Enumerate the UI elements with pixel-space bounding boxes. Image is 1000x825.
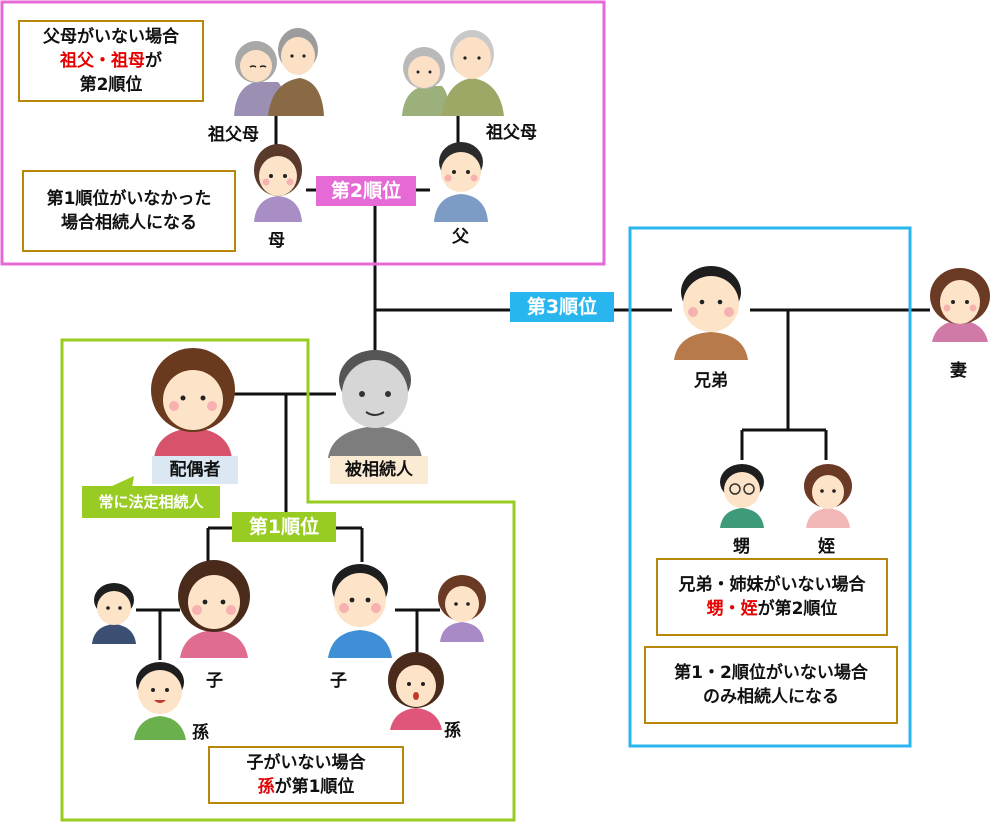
niece-illustration [804,464,852,528]
rank3-frame [628,226,912,748]
mother-illustration [254,144,302,222]
child-right-illustration [328,564,392,658]
child-right-label: 子 [330,671,347,691]
father-label: 父 [452,227,469,247]
grandchild-left-illustration [134,662,186,740]
rank1-grandchild-note: 子がいない場合 孫が第1順位 [208,746,404,804]
highlight-text: 祖父・祖母 [60,51,145,71]
rank1-badge: 第1順位 [232,512,336,542]
nephew-label: 甥 [733,537,750,557]
rank2-frame [0,0,606,266]
child-left-spouse-illustration [92,583,136,644]
father-illustration [434,142,488,222]
highlight-text: 甥・姪 [706,599,758,619]
grandparents-left-illustration [234,28,324,116]
child-left-illustration [178,560,250,658]
grandchild-right-label: 孫 [444,721,461,741]
wife-label: 妻 [950,361,967,381]
rank3-badge: 第3順位 [510,292,614,322]
rank2-grandparents-note: 父母がいない場合 祖父・祖母が 第2順位 [18,20,204,102]
deceased-label: 被相続人 [330,456,428,484]
grandparents-right-illustration [402,30,504,116]
rank2-condition-note: 第1順位がいなかった 場合相続人になる [22,170,236,252]
spouse-tag-callout [82,476,220,518]
highlight-text: 孫 [257,777,275,797]
grandchild-left-label: 孫 [192,723,209,743]
spouse-illustration [151,348,235,458]
spouse-label: 配偶者 [152,456,238,484]
mother-label: 母 [268,231,285,251]
rank2-badge: 第2順位 [316,176,416,206]
child-left-label: 子 [206,671,223,691]
grandchild-right-illustration [388,652,444,730]
wife-illustration [930,268,990,342]
grandparents-left-label: 祖父母 [208,125,259,145]
rank3-nephew-note: 兄弟・姉妹がいない場合 甥・姪が第2順位 [656,558,888,636]
grandparents-right-label: 祖父母 [486,123,537,143]
niece-label: 姪 [818,537,835,557]
nephew-illustration [720,464,764,528]
sibling-label: 兄弟 [694,371,728,391]
rank1-frame [60,338,516,822]
rank3-condition-note: 第1・2順位がいない場合 のみ相続人になる [644,646,898,724]
spouse-tag: 常に法定相続人 [98,493,204,511]
deceased-illustration [328,350,422,458]
child-right-spouse-illustration [438,575,486,642]
sibling-illustration [674,266,748,360]
